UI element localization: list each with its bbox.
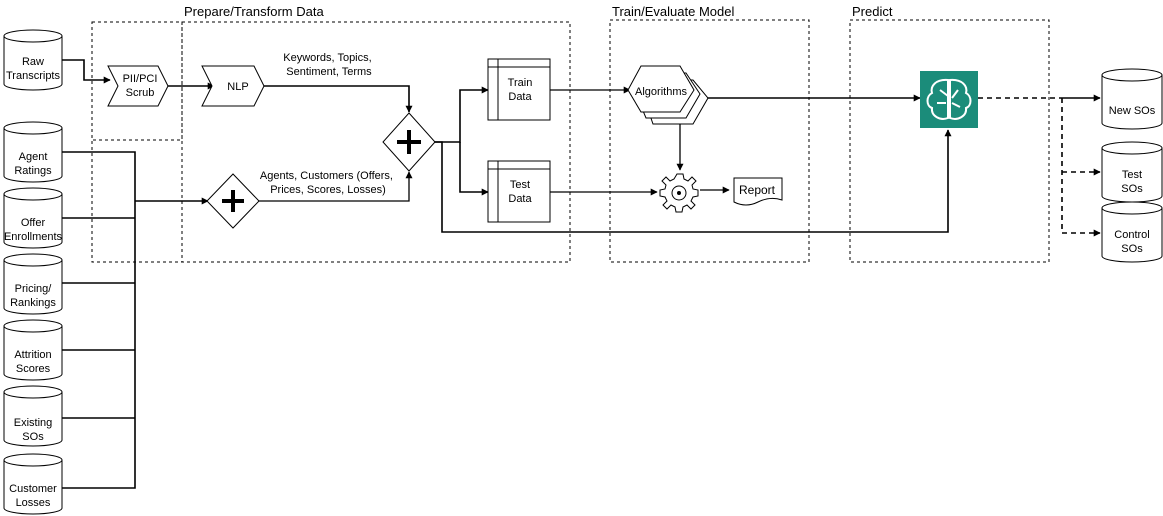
train-group-box — [609, 19, 810, 263]
svg-text:New SOs: New SOs — [1109, 105, 1156, 117]
edge-nlp-to-join — [264, 85, 413, 113]
edge-raw-to-scrub — [62, 59, 111, 84]
db-pricing-rankings: Pricing/Rankings — [3, 253, 63, 315]
step-algorithms: Algorithms — [627, 65, 709, 125]
edge-join-to-train — [432, 86, 489, 143]
edge-join-to-test — [459, 142, 489, 196]
gear-evaluate-icon — [659, 173, 699, 213]
source-bus — [62, 151, 136, 489]
edge-label-structured-output: Agents, Customers (Offers, Prices, Score… — [260, 170, 396, 196]
edge-label-nlp-output: Keywords, Topics, Sentiment, Terms — [283, 52, 375, 78]
svg-text:Algorithms: Algorithms — [635, 86, 687, 98]
db-new-sos: New SOs — [1101, 68, 1163, 130]
step-nlp: NLP — [201, 65, 265, 107]
group-title-train: Train/Evaluate Model — [612, 4, 734, 19]
plus-icon — [222, 190, 244, 212]
brain-model-icon — [920, 71, 978, 128]
svg-text:Pricing/Rankings: Pricing/Rankings — [10, 283, 56, 309]
plus-icon — [397, 130, 421, 154]
scrub-group-box — [91, 21, 183, 141]
group-title-predict: Predict — [852, 4, 893, 19]
prepare-group-box — [181, 21, 571, 263]
merge-gateway — [206, 173, 260, 229]
report-document: Report — [733, 177, 783, 206]
group-title-prepare: Prepare/Transform Data — [184, 4, 324, 19]
edge-merge-to-join — [258, 171, 413, 202]
join-gateway — [382, 112, 436, 172]
svg-text:NLP: NLP — [227, 81, 248, 93]
edge-join-to-predict — [432, 129, 952, 233]
predict-group-box — [849, 19, 1050, 263]
svg-text:Report: Report — [739, 183, 776, 197]
